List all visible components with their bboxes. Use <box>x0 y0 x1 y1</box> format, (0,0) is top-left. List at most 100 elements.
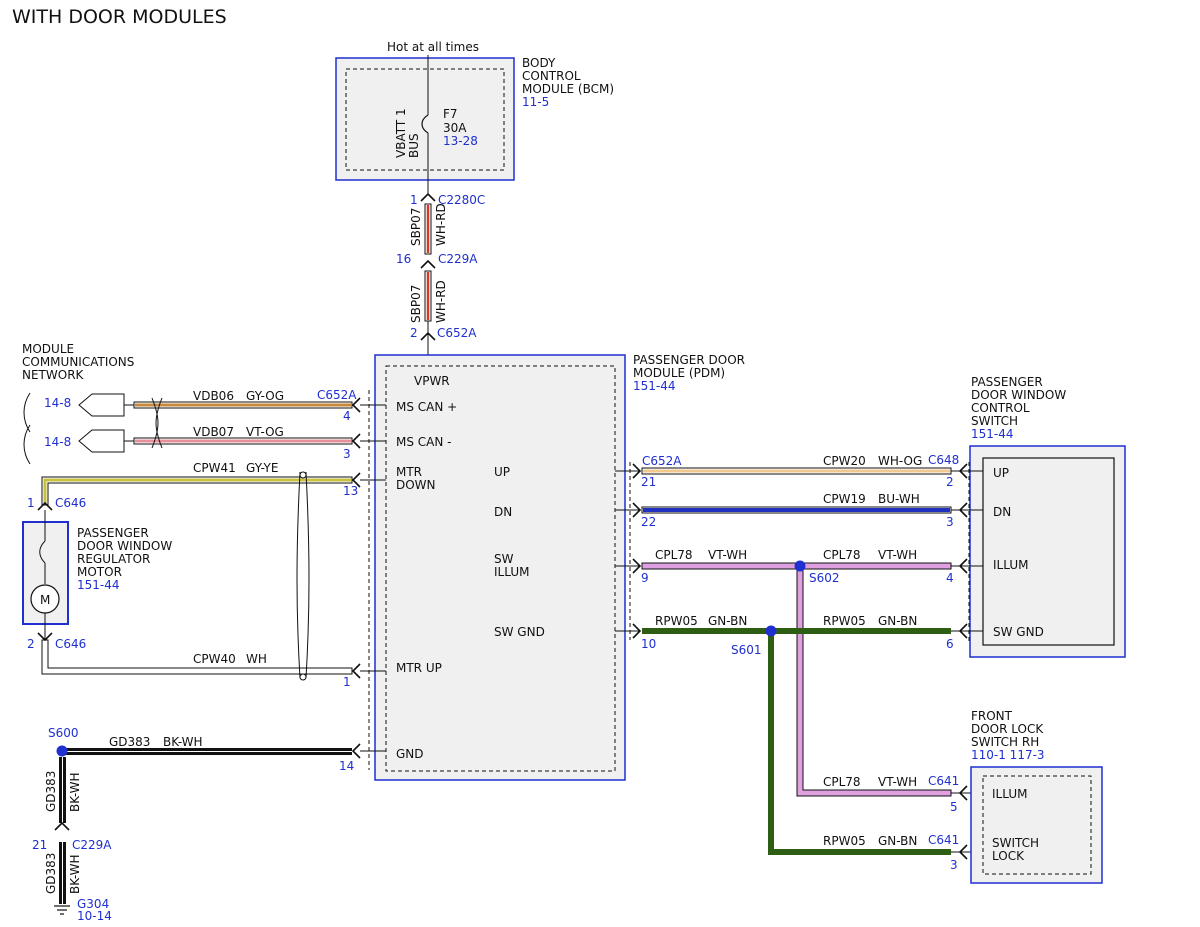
feed-pin-top: 1 <box>410 193 418 207</box>
lock-switch-ref: 110-1 117-3 <box>971 748 1045 762</box>
gnd-pdm-pin: 10 <box>641 637 656 651</box>
diagram-title: WITH DOOR MODULES <box>12 6 227 28</box>
ground-splice-label: S600 <box>48 726 79 740</box>
pdm-pin-ms-can-high: MS CAN + <box>396 400 457 414</box>
feed-arrow-top <box>420 192 436 202</box>
illum-switch-pin: 4 <box>946 571 954 585</box>
pdm-pin-dn: DN <box>494 505 512 519</box>
pdm-box <box>374 354 626 781</box>
up-pdm-pin: 21 <box>641 475 656 489</box>
bcm-supply-label: Hot at all times <box>387 40 479 54</box>
gnd-color: BK-WH <box>163 735 203 749</box>
dn-color: BU-WH <box>878 492 920 506</box>
can-high-connector: C652A <box>317 388 357 402</box>
mtr-twist-icon-a <box>296 471 301 679</box>
ground-ref: 10-14 <box>77 909 112 923</box>
fuse-name: F7 <box>443 107 458 121</box>
up-circuit: CPW20 <box>823 454 866 468</box>
s602-label: S602 <box>809 571 840 585</box>
mtr-up-circuit: CPW40 <box>193 652 236 666</box>
pdm-right-connector: C652A <box>642 454 682 468</box>
pdm-pin-vpwr: VPWR <box>414 374 450 388</box>
motor-section: CPW41 GY-YE 13 CPW40 WH 1 M 1 C646 2 C64… <box>22 461 386 689</box>
bcm-box <box>335 57 515 181</box>
ground-circuit-1: GD383 <box>44 771 58 812</box>
gnd-right-color: GN-BN <box>878 614 917 628</box>
dn-pdm-pin: 22 <box>641 515 656 529</box>
gnd-right-circuit: RPW05 <box>823 614 866 628</box>
lock-gnd-color: GN-BN <box>878 834 917 848</box>
motor-connector-top: C646 <box>55 496 86 510</box>
ground-pin: 21 <box>32 838 47 852</box>
feed-connector-mid: C229A <box>438 252 478 266</box>
switch-pin-dn: DN <box>993 505 1011 519</box>
s602-splice-icon <box>794 560 806 572</box>
bcm-module: Hot at all times VBATT 1BUS F7 30A 13-28… <box>335 40 614 194</box>
feed-color-1: WH-RD <box>434 203 448 246</box>
feed-connector-bottom: C652A <box>437 326 477 340</box>
pdm-ref: 151-44 <box>633 379 676 393</box>
pdm-pin-mtr-up: MTR UP <box>396 661 442 675</box>
network-ref-high: 14-8 <box>44 396 71 410</box>
lock-illum-circuit: CPL78 <box>823 775 861 789</box>
gnd-left-circuit: RPW05 <box>655 614 698 628</box>
mtr-down-wire-color <box>43 478 351 504</box>
can-low-circuit: VDB07 <box>193 425 234 439</box>
motor-symbol: M <box>40 593 50 607</box>
illum-pdm-pin: 9 <box>641 571 649 585</box>
motor-pin-bottom: 2 <box>27 637 35 651</box>
feed-wire: 1 C2280C SBP07 WH-RD 16 C229A SBP07 WH-R… <box>396 192 485 364</box>
feed-arrow-mid <box>420 259 436 269</box>
s601-label: S601 <box>731 643 762 657</box>
feed-pin-mid: 16 <box>396 252 411 266</box>
can-twist-icon-b <box>155 397 163 449</box>
motor-ref: 151-44 <box>77 578 120 592</box>
feed-pin-bottom: 2 <box>410 326 418 340</box>
illum-right-color: VT-WH <box>878 548 917 562</box>
illum-branch-wire <box>796 565 952 797</box>
bcm-bus-label: VBATT 1BUS <box>394 108 421 158</box>
pdm-pin-up: UP <box>494 465 510 479</box>
gnd-arrow <box>351 743 361 759</box>
lock-gnd-circuit: RPW05 <box>823 834 866 848</box>
switch-ref: 151-44 <box>971 427 1014 441</box>
ground-color-1: BK-WH <box>68 772 82 812</box>
gnd-left-color: GN-BN <box>708 614 747 628</box>
network-connector-low-icon <box>78 429 125 453</box>
fuse-rating: 30A <box>443 121 467 135</box>
gnd-branch-wire <box>768 631 951 855</box>
ground-color-2: BK-WH <box>68 854 82 894</box>
network-connector-high-icon <box>78 393 125 417</box>
up-color: WH-OG <box>878 454 922 468</box>
gnd-pin: 14 <box>339 759 354 773</box>
mtr-up-color: WH <box>246 652 267 666</box>
lock-illum-color: VT-WH <box>878 775 917 789</box>
gnd-right-wire <box>642 628 951 634</box>
up-pdm-arrow <box>632 463 642 479</box>
s600-splice-icon <box>56 745 68 757</box>
feed-circuit-1: SBP07 <box>409 208 423 246</box>
ground-arrow <box>54 821 70 831</box>
can-high-color: GY-OG <box>246 389 284 403</box>
can-low-color: VT-OG <box>246 425 284 439</box>
feed-color-2: WH-RD <box>434 280 448 323</box>
mtr-twist-node-bottom <box>299 673 307 681</box>
pdm-dashed-frame <box>385 365 616 772</box>
up-switch-pin: 2 <box>946 475 954 489</box>
pdm-pin-sw-gnd: SW GND <box>494 625 545 639</box>
motor-arrow-top <box>37 501 53 511</box>
ground-connector: C229A <box>72 838 112 852</box>
mtr-down-arrow <box>351 472 361 488</box>
mtr-up-arrow <box>351 663 361 679</box>
can-high-pin: 4 <box>343 409 351 423</box>
